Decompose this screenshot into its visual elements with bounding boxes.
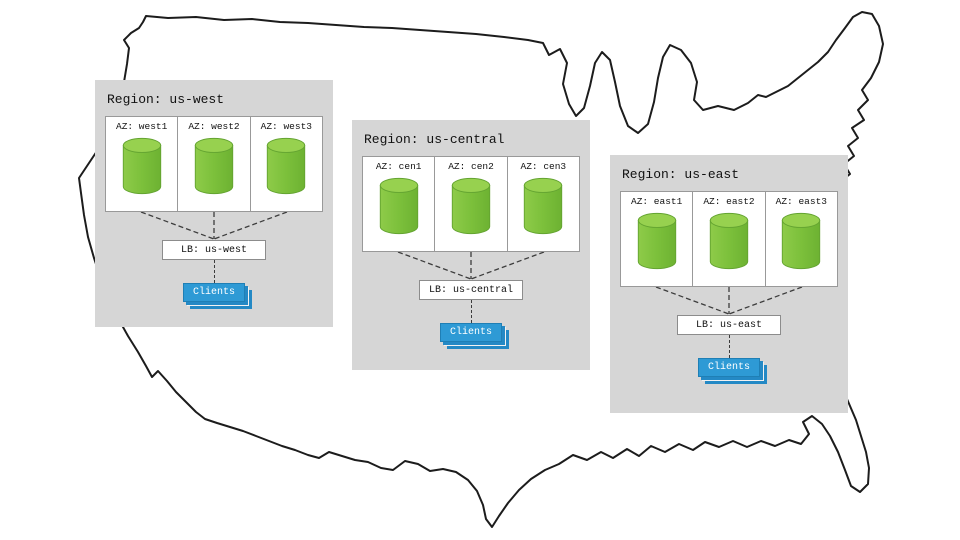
database-cylinder-icon xyxy=(122,137,161,195)
az-label: AZ: east2 xyxy=(703,196,755,207)
az-cell: AZ: cen3 xyxy=(508,157,579,251)
az-label: AZ: east3 xyxy=(775,196,827,207)
region-title: Region: us-east xyxy=(622,167,740,182)
az-label: AZ: west3 xyxy=(260,121,312,132)
lb-to-clients-connector xyxy=(213,260,215,283)
clients-box: Clients xyxy=(183,283,245,302)
clients-box: Clients xyxy=(698,358,760,377)
database-cylinder-icon xyxy=(379,177,418,235)
az-label: AZ: cen2 xyxy=(448,161,494,172)
az-cell: AZ: cen1 xyxy=(363,157,436,251)
load-balancer-box: LB: us-central xyxy=(419,280,523,300)
database-cylinder-icon xyxy=(782,212,821,270)
database-cylinder-icon xyxy=(194,137,234,195)
lb-to-clients-connector xyxy=(728,335,730,358)
az-cell: AZ: east1 xyxy=(621,192,694,286)
az-label: AZ: west1 xyxy=(116,121,168,132)
az-to-lb-connectors xyxy=(397,252,545,280)
region-title: Region: us-west xyxy=(107,92,225,107)
database-cylinder-icon xyxy=(637,212,676,270)
database-cylinder-icon xyxy=(709,212,749,270)
clients-box: Clients xyxy=(440,323,502,342)
az-label: AZ: cen1 xyxy=(375,161,422,172)
az-cell: AZ: east2 xyxy=(693,192,766,286)
region-title: Region: us-central xyxy=(364,132,505,147)
az-cell: AZ: cen2 xyxy=(435,157,508,251)
database-cylinder-icon xyxy=(524,177,563,235)
az-group: AZ: cen1 AZ: cen2 AZ: cen3 xyxy=(362,156,580,252)
az-to-lb-connectors xyxy=(655,287,803,315)
az-cell: AZ: east3 xyxy=(766,192,837,286)
database-cylinder-icon xyxy=(267,137,306,195)
az-group: AZ: west1 AZ: west2 AZ: west3 xyxy=(105,116,323,212)
az-group: AZ: east1 AZ: east2 AZ: east3 xyxy=(620,191,838,287)
az-cell: AZ: west1 xyxy=(106,117,179,211)
lb-to-clients-connector xyxy=(470,300,472,323)
az-to-lb-connectors xyxy=(140,212,288,240)
load-balancer-box: LB: us-east xyxy=(677,315,781,335)
region-panel-us-central: Region: us-central AZ: cen1 AZ: cen2 AZ:… xyxy=(352,120,590,370)
az-cell: AZ: west3 xyxy=(251,117,322,211)
az-label: AZ: cen3 xyxy=(520,161,567,172)
load-balancer-box: LB: us-west xyxy=(162,240,266,260)
region-panel-us-west: Region: us-west AZ: west1 AZ: west2 AZ: … xyxy=(95,80,333,327)
region-panel-us-east: Region: us-east AZ: east1 AZ: east2 AZ: … xyxy=(610,155,848,413)
az-cell: AZ: west2 xyxy=(178,117,251,211)
az-label: AZ: west2 xyxy=(188,121,240,132)
database-cylinder-icon xyxy=(451,177,491,235)
az-label: AZ: east1 xyxy=(631,196,683,207)
